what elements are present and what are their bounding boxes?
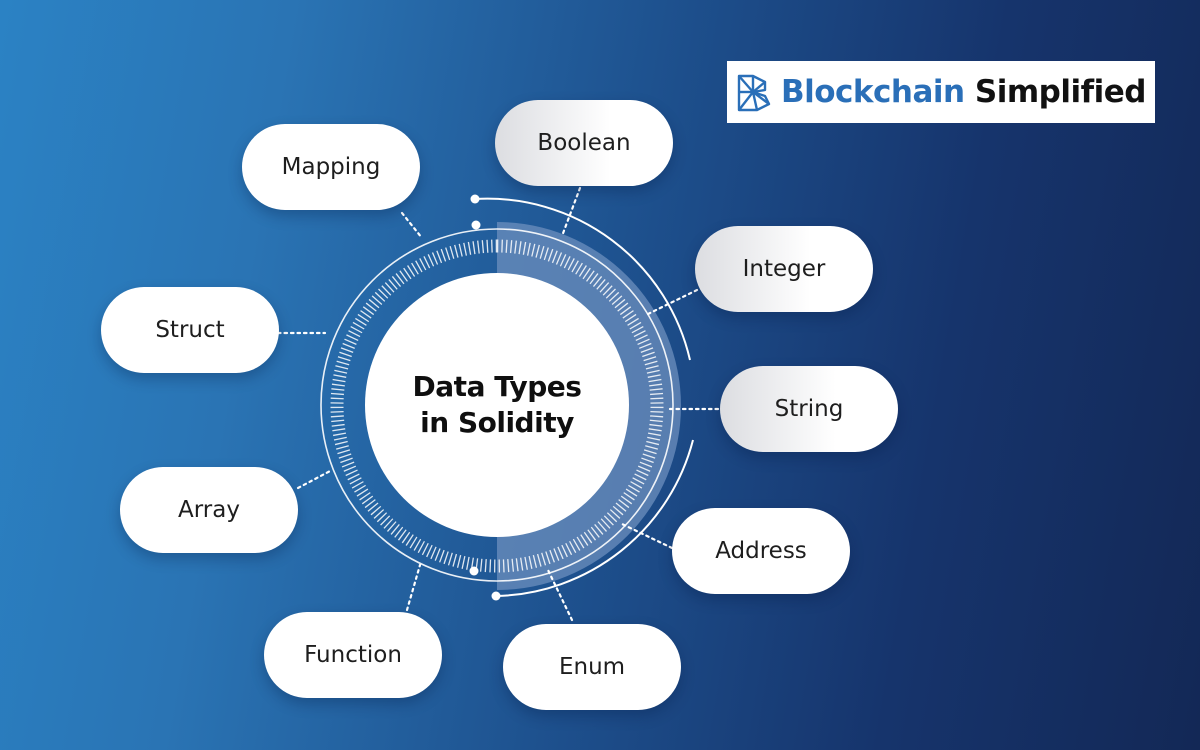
type-label-integer: Integer: [742, 256, 826, 282]
type-pill-integer: Integer: [695, 226, 873, 312]
center-title-line2: in Solidity: [420, 406, 574, 439]
type-pill-enum: Enum: [503, 624, 681, 710]
type-pill-struct: Struct: [101, 287, 279, 373]
type-pill-address: Address: [672, 508, 850, 594]
arc-dot: [470, 194, 480, 204]
type-label-string: String: [774, 396, 844, 422]
center-title-disc: Data Types in Solidity: [365, 273, 629, 537]
center-title-line1: Data Types: [412, 370, 582, 403]
outer-ring: [320, 228, 674, 582]
ring-highlight-band: [497, 222, 681, 590]
type-pill-function: Function: [264, 612, 442, 698]
type-label-enum: Enum: [558, 654, 626, 680]
brand-logo: Blockchain Simplified: [727, 61, 1155, 123]
brand-word-simplified: Simplified: [974, 74, 1147, 110]
brand-word-blockchain: Blockchain: [781, 74, 965, 110]
connector-mapping: [400, 211, 424, 240]
arc-dot: [469, 566, 479, 576]
type-label-array: Array: [178, 497, 240, 523]
top-arc: [474, 197, 691, 361]
tick-ring-right: [496, 239, 664, 573]
type-label-function: Function: [304, 642, 402, 668]
connector-array: [296, 468, 334, 490]
type-label-mapping: Mapping: [281, 154, 381, 180]
type-pill-mapping: Mapping: [242, 124, 420, 210]
arc-dot: [491, 591, 501, 601]
type-label-struct: Struct: [155, 317, 225, 343]
type-pill-array: Array: [120, 467, 298, 553]
arc-dot: [471, 220, 481, 230]
tick-ring-left: [330, 239, 498, 573]
connector-integer: [646, 288, 699, 316]
blockchain-network-logo-icon: [737, 74, 771, 112]
type-pill-boolean: Boolean: [495, 100, 673, 186]
connector-enum: [546, 568, 574, 622]
connector-boolean: [560, 186, 582, 238]
type-label-address: Address: [715, 538, 807, 564]
type-pill-string: String: [720, 366, 898, 452]
type-label-boolean: Boolean: [537, 130, 631, 156]
connector-address: [620, 522, 674, 550]
connector-function: [405, 563, 422, 612]
brand-wordmark: Blockchain Simplified: [781, 74, 1146, 110]
bottom-arc: [496, 439, 694, 597]
